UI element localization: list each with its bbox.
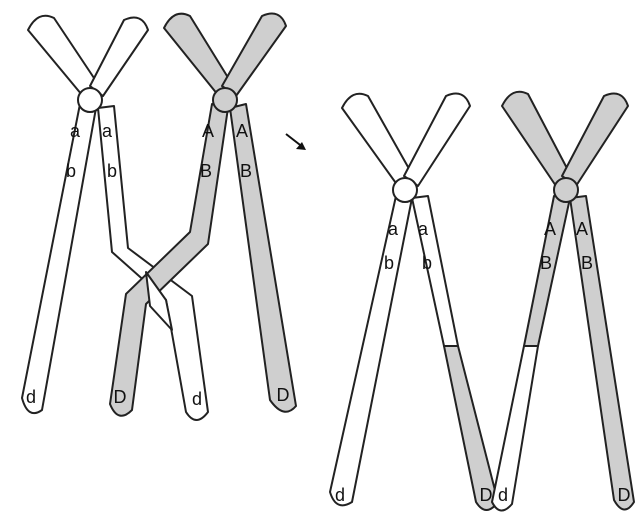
before-white-label-a-right: a [102, 121, 113, 141]
before-white-chromosome [22, 16, 208, 420]
after-gray-label-A-right: A [576, 219, 588, 239]
after-gray-label-B-left: B [540, 253, 552, 273]
after-gray-chromosome [492, 92, 634, 511]
after-gray-label-B-right: B [581, 253, 593, 273]
after-white-upper-right-arm [404, 94, 470, 186]
after-gray-label-d-left: d [498, 485, 508, 505]
after-white-lower-left-chromatid [330, 196, 412, 505]
after-white-label-D-right: D [480, 485, 493, 505]
after-white-centromere [393, 178, 417, 202]
before-white-label-d-left: d [26, 387, 36, 407]
after-white-label-a-left: a [388, 219, 399, 239]
after-gray-centromere [554, 178, 578, 202]
before-gray-centromere [213, 88, 237, 112]
before-white-label-b-left: b [66, 161, 76, 181]
before-gray-lower-right-chromatid [230, 104, 296, 412]
after-gray-label-D-right: D [618, 485, 631, 505]
before-gray-label-B-right: B [240, 161, 252, 181]
before-white-label-d-crossed: d [192, 389, 202, 409]
before-white-upper-left-arm [28, 16, 98, 95]
before-white-label-b-right: b [107, 161, 117, 181]
before-gray-chromosome [110, 14, 296, 416]
before-gray-label-A-right: A [236, 121, 248, 141]
after-gray-label-A-left: A [544, 219, 556, 239]
after-white-label-b-right: b [422, 253, 432, 273]
before-white-upper-right-arm [90, 18, 148, 96]
after-white-label-b-left: b [384, 253, 394, 273]
arrow-down-right-icon [286, 134, 306, 150]
after-white-upper-left-arm [342, 94, 412, 186]
after-gray-upper-right-arm [562, 94, 628, 186]
before-white-lower-left-chromatid [22, 104, 96, 413]
after-white-label-a-right: a [418, 219, 429, 239]
before-gray-upper-right-arm [222, 14, 286, 96]
before-gray-label-D-crossed: D [114, 387, 127, 407]
before-gray-label-A-left: A [202, 121, 214, 141]
before-gray-label-D-right: D [277, 385, 290, 405]
after-gray-upper-left-arm [502, 92, 570, 186]
after-white-label-d-left: d [335, 485, 345, 505]
before-white-label-a-left: a [70, 121, 81, 141]
before-gray-label-B-left: B [200, 161, 212, 181]
after-gray-lower-right-chromatid [570, 196, 634, 510]
after-white-chromosome [330, 94, 498, 510]
before-white-centromere [78, 88, 102, 112]
before-gray-upper-left-arm [164, 14, 232, 95]
